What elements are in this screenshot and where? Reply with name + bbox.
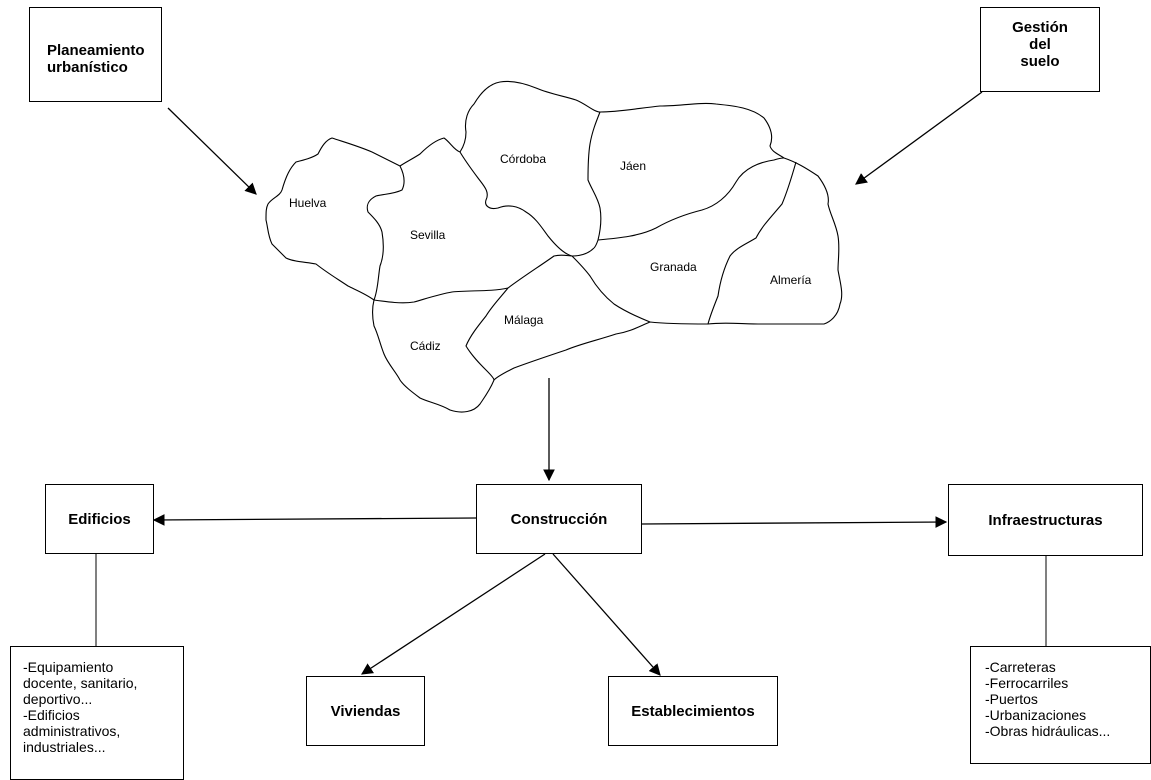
planeamiento-box: Planeamiento urbanístico <box>29 7 162 102</box>
province-label-cadiz: Cádiz <box>410 339 441 353</box>
gestion-line2: del <box>1029 36 1051 53</box>
list-item: deportivo... <box>23 691 93 707</box>
gestion-line3: suelo <box>1020 53 1060 70</box>
viviendas-label: Viviendas <box>330 702 401 720</box>
list-item: administrativos, <box>23 723 121 739</box>
map-outline <box>265 80 843 413</box>
province-label-sevilla: Sevilla <box>410 228 446 242</box>
border-sevilla-malaga <box>507 254 573 289</box>
construccion-label: Construcción <box>510 510 608 528</box>
arrow-construccion-to-viviendas <box>361 553 546 675</box>
border-malaga-granada <box>571 255 651 323</box>
province-label-jaen: Jáen <box>620 159 646 173</box>
arrow-gestion-to-map <box>855 91 983 185</box>
province-label-malaga: Málaga <box>504 313 544 327</box>
establecimientos-label: Establecimientos <box>631 702 755 720</box>
list-item: -Puertos <box>985 691 1038 707</box>
gestion-box: Gestión del suelo <box>980 7 1100 92</box>
border-cadiz-malaga <box>465 287 509 381</box>
arrow-construccion-to-establecimientos <box>552 553 661 676</box>
border-granada-almeria <box>707 161 797 325</box>
viviendas-box: Viviendas <box>306 676 425 746</box>
province-label-granada: Granada <box>650 260 697 274</box>
list-item: -Urbanizaciones <box>985 707 1087 723</box>
arrow-construccion-to-edificios <box>152 514 477 526</box>
infraestructuras-box: Infraestructuras <box>948 484 1143 556</box>
infraestructuras-list-box: -Carreteras -Ferrocarriles -Puertos -Urb… <box>970 646 1151 764</box>
list-item: -Carreteras <box>985 659 1056 675</box>
list-item: -Edificios <box>23 707 80 723</box>
list-item: industriales... <box>23 739 106 755</box>
province-label-cordoba: Córdoba <box>500 152 546 166</box>
list-item: -Obras hidráulicas... <box>985 723 1111 739</box>
gestion-line1: Gestión <box>1012 19 1068 36</box>
border-cordoba-jaen <box>587 111 602 249</box>
construccion-box: Construcción <box>476 484 642 554</box>
arrow-planeamiento-to-map <box>167 107 257 195</box>
infraestructuras-label: Infraestructuras <box>988 511 1103 529</box>
province-label-huelva: Huelva <box>289 196 327 210</box>
edificios-label: Edificios <box>68 510 131 528</box>
province-label-almeria: Almería <box>770 273 812 287</box>
list-item: -Ferrocarriles <box>985 675 1069 691</box>
border-huelva-sevilla <box>366 165 405 301</box>
establecimientos-box: Establecimientos <box>608 676 778 746</box>
border-sevilla-cadiz <box>373 287 509 304</box>
arrow-construccion-to-infraestructuras <box>641 516 948 528</box>
border-sevilla-cordoba <box>459 151 595 257</box>
border-jaen-granada <box>597 157 785 241</box>
list-item: docente, sanitario, <box>23 675 138 691</box>
planeamiento-line1: Planeamiento <box>47 42 145 59</box>
list-item: -Equipamiento <box>23 659 114 675</box>
edificios-list-box: -Equipamiento docente, sanitario, deport… <box>10 646 184 780</box>
planeamiento-line2: urbanístico <box>47 59 128 76</box>
edificios-box: Edificios <box>45 484 154 554</box>
andalucia-map <box>265 80 843 413</box>
